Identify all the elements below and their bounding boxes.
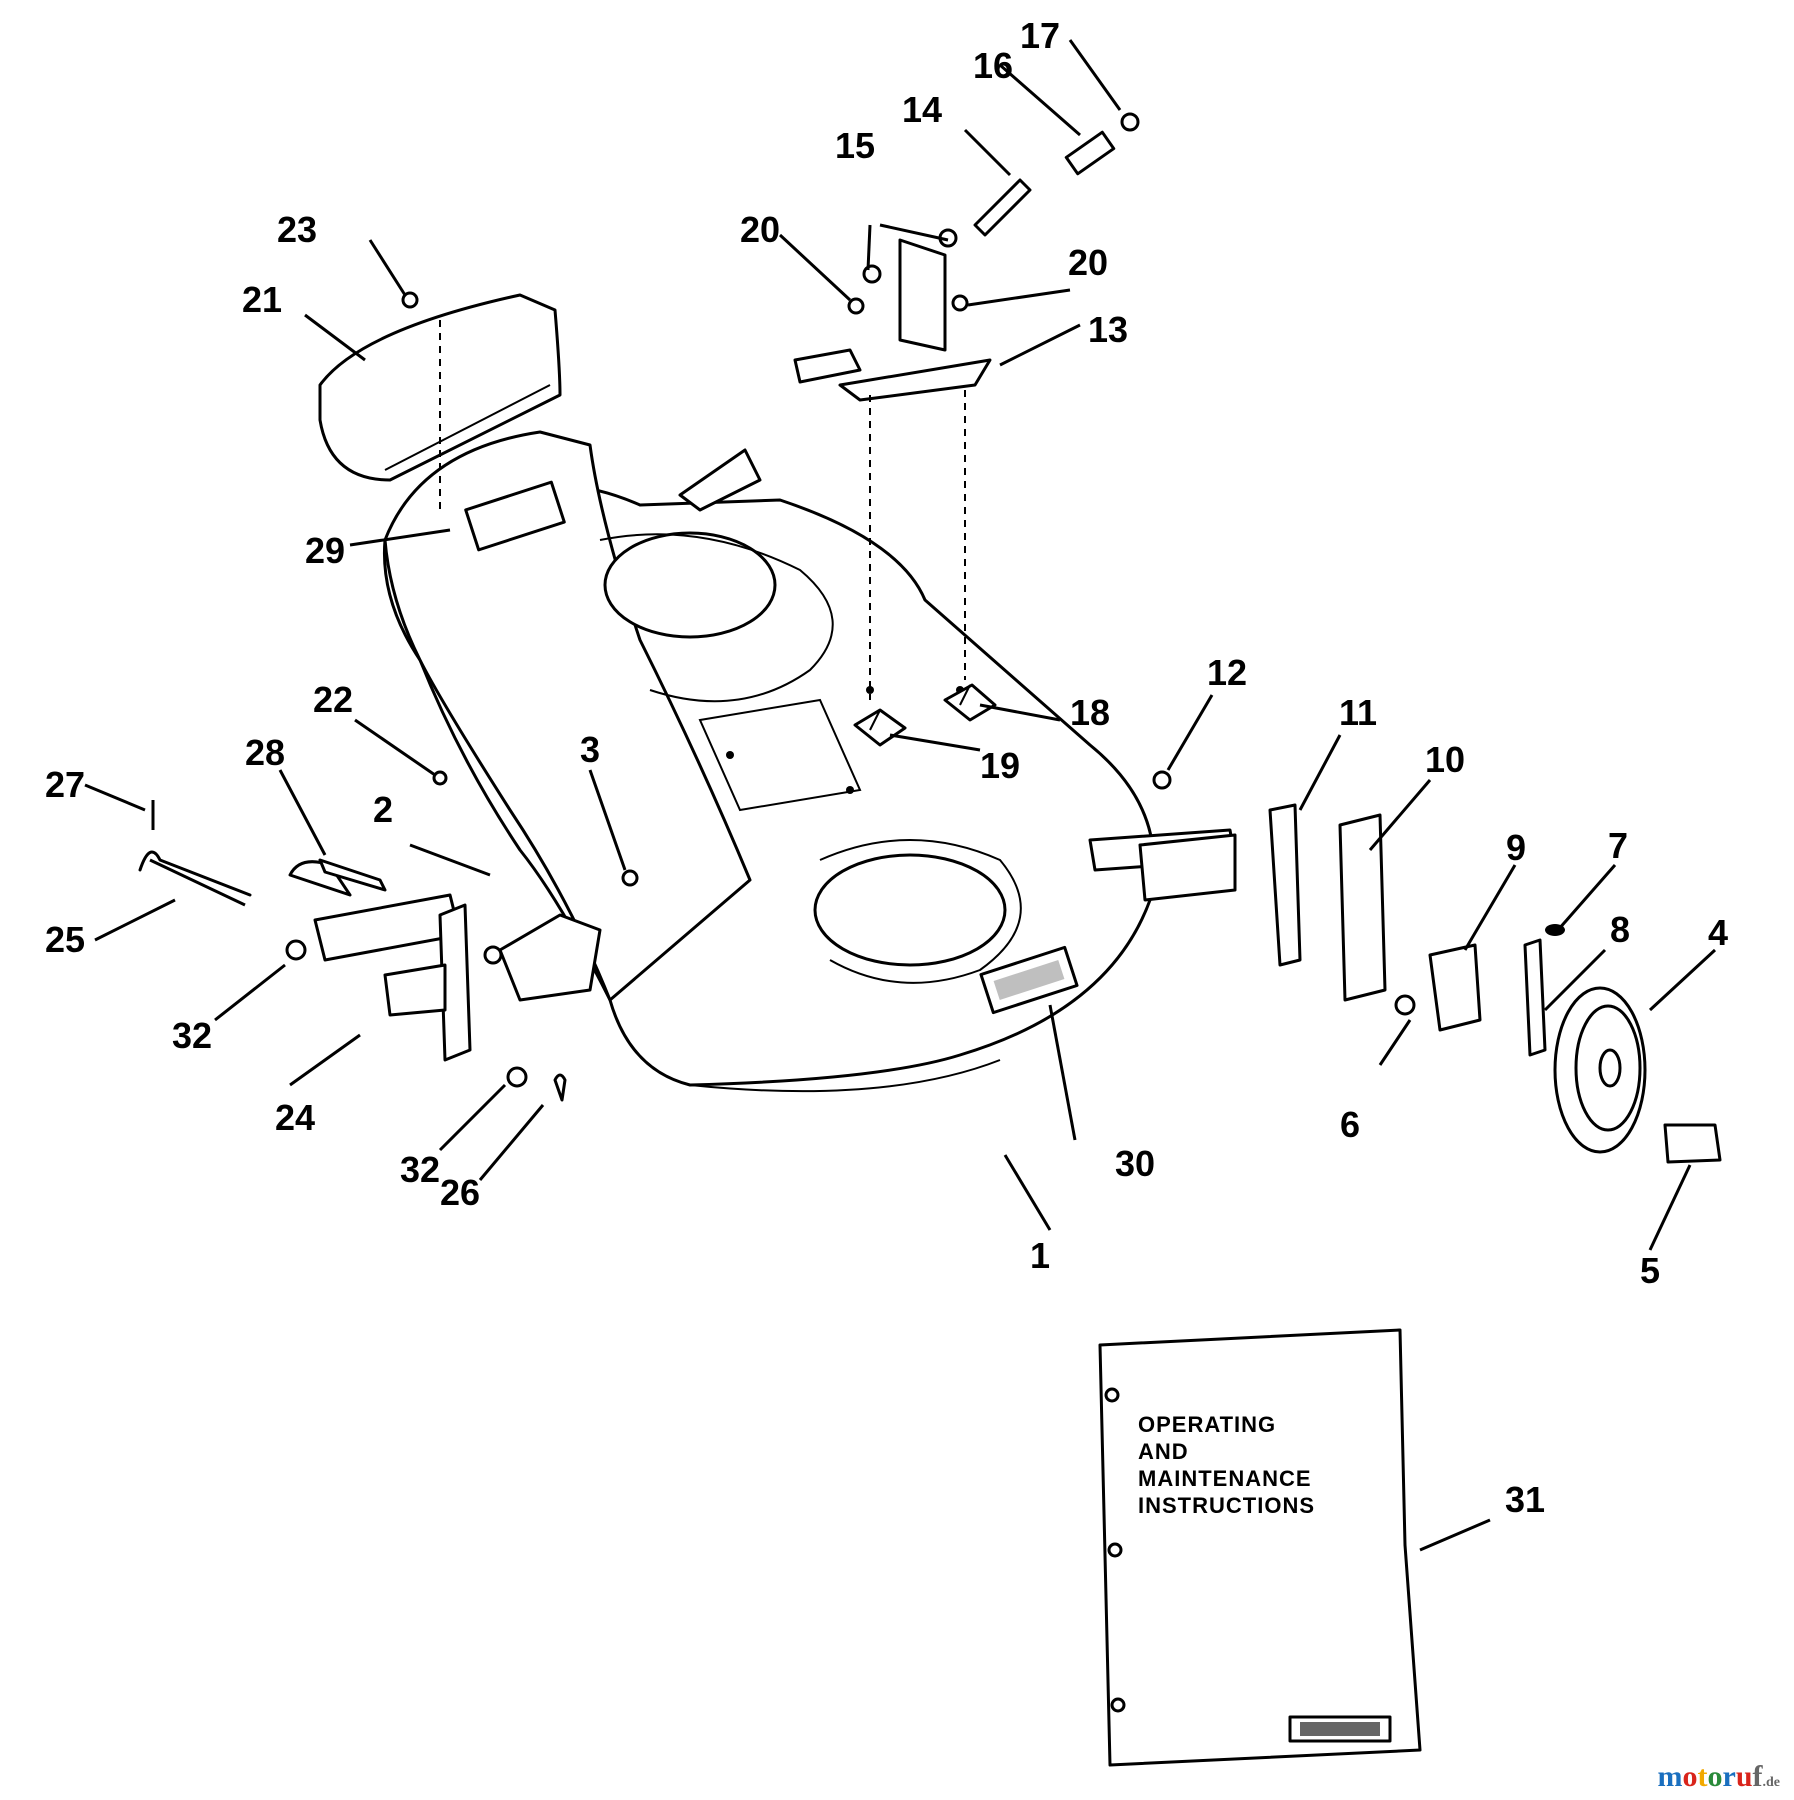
watermark-letter: m [1657, 1760, 1683, 1793]
callout-8: 8 [1610, 909, 1630, 950]
callout-30: 30 [1115, 1143, 1155, 1184]
watermark-brand: motoruf [1657, 1760, 1762, 1793]
callout-14: 14 [902, 89, 942, 130]
callout-13: 13 [1088, 309, 1128, 350]
callout-18: 18 [1070, 692, 1110, 733]
callout-23: 23 [277, 209, 317, 250]
callout-16: 16 [973, 45, 1013, 86]
top-bracket [793, 238, 992, 402]
callout-9: 9 [1506, 827, 1526, 868]
watermark-letter: f [1752, 1760, 1763, 1793]
callout-19: 19 [980, 745, 1020, 786]
callout-31: 31 [1505, 1479, 1545, 1520]
callout-25: 25 [45, 919, 85, 960]
callout-3: 3 [580, 729, 600, 770]
manual-title-line-1: OPERATING [1138, 1412, 1276, 1437]
callout-17: 17 [1020, 15, 1060, 56]
callout-5: 5 [1640, 1250, 1660, 1291]
watermark-letter: o [1707, 1760, 1723, 1793]
callout-28: 28 [245, 732, 285, 773]
watermark-logo: motoruf.de [1657, 1760, 1780, 1794]
mower-deck [382, 430, 1156, 1093]
callout-7: 7 [1608, 825, 1628, 866]
callout-32a: 32 [172, 1015, 212, 1056]
left-hitch [138, 770, 639, 1102]
deck-studs [853, 683, 997, 747]
watermark-letter: r [1722, 1760, 1736, 1793]
callout-26: 26 [440, 1172, 480, 1213]
callout-1: 1 [1030, 1235, 1050, 1276]
callout-27: 27 [45, 764, 85, 805]
callout-29: 29 [305, 530, 345, 571]
manual-title-line-4: INSTRUCTIONS [1138, 1493, 1315, 1518]
callout-11: 11 [1339, 692, 1377, 733]
gauge-wheel-assembly [1088, 770, 1722, 1164]
watermark-suffix: .de [1762, 1775, 1781, 1790]
manual-title-line-2: AND [1138, 1439, 1189, 1464]
manual-title-line-3: MAINTENANCE [1138, 1466, 1312, 1491]
callout-15: 15 [835, 125, 875, 166]
callout-22: 22 [313, 679, 353, 720]
leader-lines [84, 39, 1717, 1552]
callout-20a: 20 [740, 209, 780, 250]
callout-6: 6 [1340, 1104, 1360, 1145]
watermark-letter: t [1697, 1760, 1708, 1793]
watermark-letter: u [1735, 1760, 1753, 1793]
operating-manual: OPERATING AND MAINTENANCE INSTRUCTIONS [1098, 1328, 1422, 1767]
callout-20b: 20 [1068, 242, 1108, 283]
callout-32b: 32 [400, 1149, 440, 1190]
callout-10: 10 [1425, 739, 1465, 780]
callout-2: 2 [373, 789, 393, 830]
callout-12: 12 [1207, 652, 1247, 693]
callout-24: 24 [275, 1097, 315, 1138]
callout-21: 21 [242, 279, 282, 320]
watermark-letter: o [1682, 1760, 1698, 1793]
callout-labels: 1 2 3 4 5 6 7 8 9 10 11 12 13 14 15 16 1… [45, 15, 1728, 1520]
pin-assembly [847, 112, 1140, 315]
callout-4: 4 [1708, 912, 1728, 953]
